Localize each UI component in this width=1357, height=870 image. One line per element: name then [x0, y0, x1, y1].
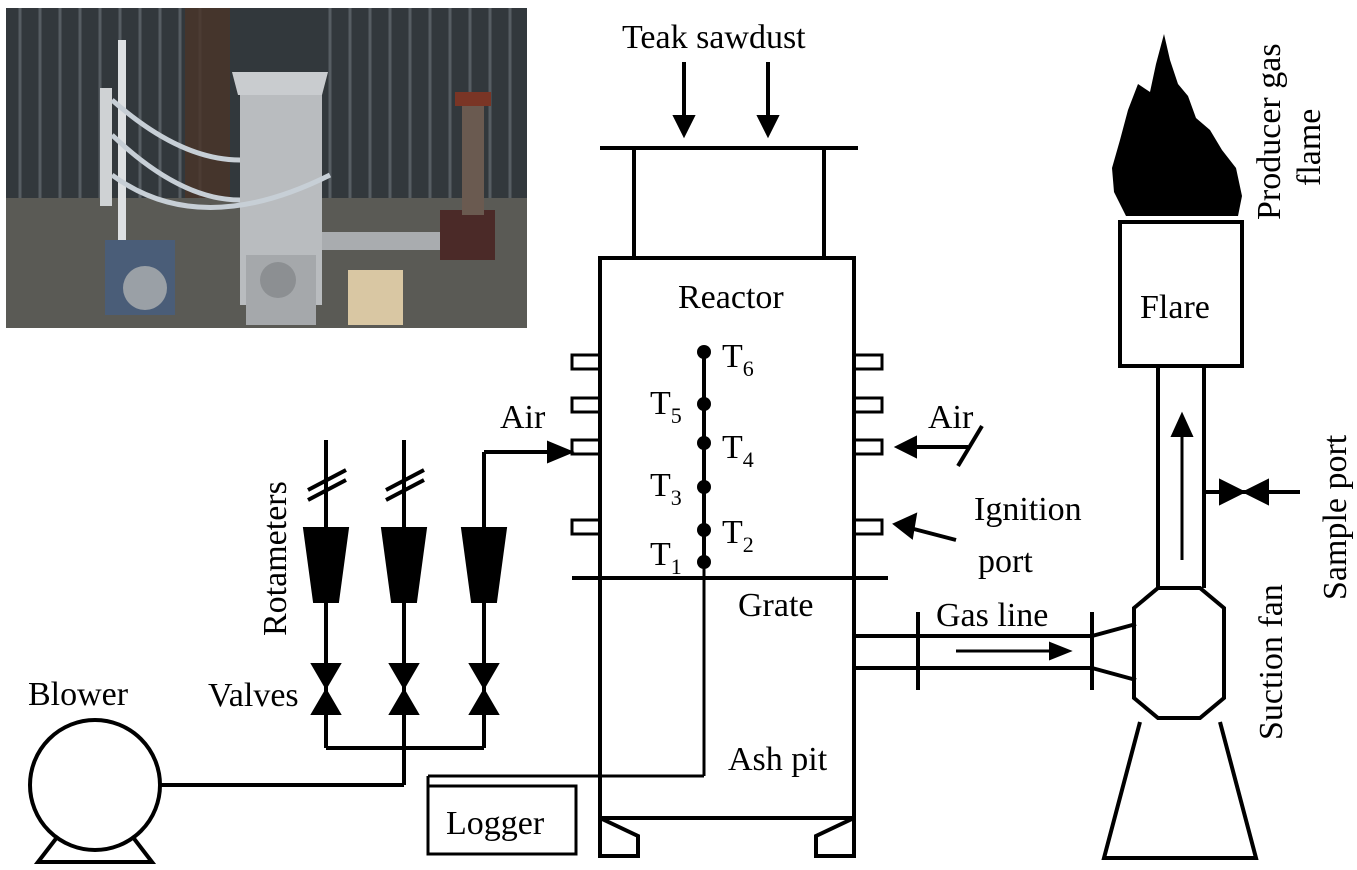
blower-label: Blower [28, 676, 129, 713]
logger-box [426, 784, 578, 856]
t4-label: T4 [722, 429, 754, 472]
thermocouple-rod [697, 345, 711, 569]
t6-label: T6 [722, 338, 754, 381]
logger-label: Logger [446, 805, 545, 842]
valves [310, 663, 500, 715]
grate-label: Grate [738, 587, 814, 624]
logger-wire [426, 566, 706, 786]
ignition-arrow [892, 512, 957, 542]
producer-gas-flame-label-2: flame [1291, 109, 1328, 186]
air-left-label: Air [500, 399, 546, 436]
t5-label: T5 [650, 385, 682, 428]
sample-port [1204, 478, 1300, 506]
suction-fan-label: Suction fan [1253, 584, 1290, 740]
suction-fan [1101, 586, 1259, 860]
feed-arrows [672, 62, 780, 139]
t2-label: T2 [722, 514, 754, 557]
t1-label: T1 [650, 536, 682, 579]
teak-sawdust-label: Teak sawdust [622, 19, 806, 56]
rotameters-label: Rotameters [257, 481, 294, 636]
rotameters [302, 527, 508, 603]
rotameter-branches [307, 440, 575, 748]
gasifier-photo [6, 8, 527, 328]
ignition-label-2: port [978, 543, 1033, 580]
chimney [1156, 366, 1206, 588]
air-right-label: Air [928, 399, 974, 436]
reactor [570, 146, 888, 858]
producer-gas-flame-label-1: Producer gas [1251, 43, 1288, 220]
sample-port-label: Sample port [1317, 434, 1354, 600]
ash-pit-label: Ash pit [728, 741, 828, 778]
flare-label: Flare [1140, 289, 1210, 326]
t3-label: T3 [650, 467, 682, 510]
gas-line-label: Gas line [936, 597, 1048, 634]
ignition-label-1: Ignition [974, 491, 1082, 528]
valves-label: Valves [208, 677, 299, 714]
gas-line [854, 612, 1137, 690]
right-air-input [893, 424, 984, 468]
flame-icon [1112, 34, 1242, 216]
blower [28, 718, 162, 864]
flare-box [1118, 220, 1244, 368]
reactor-label: Reactor [678, 279, 784, 316]
